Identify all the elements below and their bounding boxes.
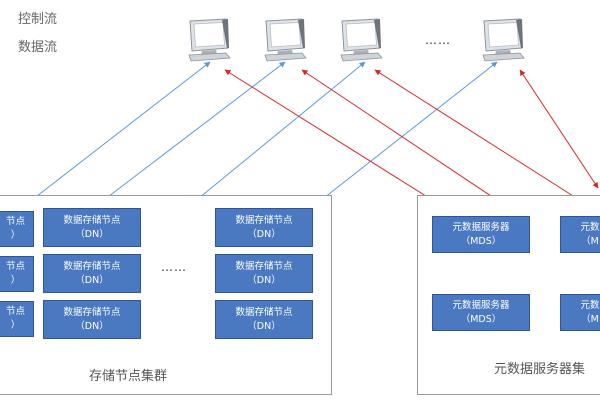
storage-node-partial: 节点 ）: [0, 211, 34, 247]
node-sub: （DN）: [75, 320, 109, 332]
data-flow-arrow: [27, 61, 211, 204]
node-sub: （DN）: [247, 274, 281, 286]
node-sub: （DN）: [247, 228, 281, 240]
node-sub: （DN）: [75, 274, 109, 286]
client-computer-icon: [262, 18, 308, 66]
metadata-node-mds: 元数据服务器 （MDS）: [432, 294, 530, 331]
storage-node-partial: 节点 ）: [0, 301, 34, 337]
node-sub: （DN）: [247, 320, 281, 332]
node-sub: ）: [10, 275, 21, 286]
metadata-node-partial: 元数 （M: [560, 216, 600, 253]
node-name: 数据存储节点: [235, 306, 293, 318]
storage-node-dn: 数据存储节点 （DN）: [43, 300, 141, 339]
client-computer-icon: [186, 18, 232, 66]
node-name: 数据存储节点: [63, 214, 121, 226]
node-name: 节点: [5, 216, 25, 227]
legend-control-flow: 控制流: [18, 12, 58, 27]
node-sub: （MDS）: [460, 313, 502, 325]
control-flow-arrow: [301, 69, 513, 211]
storage-node-dn: 数据存储节点 （DN）: [43, 208, 141, 247]
metadata-cluster-label: 元数据服务器集: [494, 362, 586, 377]
metadata-node-partial: 元数 （M: [560, 294, 600, 331]
node-sub: （MDS）: [460, 235, 502, 247]
client-computer-icon: [480, 18, 526, 66]
node-name: 数据存储节点: [63, 306, 121, 318]
control-flow-arrow: [519, 69, 599, 189]
node-name: 元数据服务器: [452, 221, 510, 233]
control-flow-arrow: [374, 69, 593, 209]
data-flow-arrow: [181, 61, 366, 213]
metadata-cluster: 元数据服务器 （MDS） 元数据服务器 （MDS） 元数 （M 元数 （M 元数据服务器…: [417, 195, 600, 395]
storage-node-dn: 数据存储节点 （DN）: [215, 300, 313, 339]
storage-node-dn: 数据存储节点 （DN）: [215, 254, 313, 293]
storage-cluster-label: 存储节点集群: [89, 369, 168, 384]
client-computer-icon: [338, 18, 384, 66]
storage-ellipsis: ……: [161, 260, 187, 274]
node-sub: ）: [10, 320, 21, 331]
storage-node-dn: 数据存储节点 （DN）: [43, 254, 141, 293]
data-flow-arrow: [99, 61, 286, 204]
node-sub: （M: [581, 313, 599, 325]
node-name: 节点: [5, 261, 25, 272]
node-name: 元数: [580, 299, 600, 311]
node-sub: ）: [10, 230, 21, 241]
node-name: 数据存储节点: [235, 214, 293, 226]
node-name: 元数: [580, 221, 600, 233]
node-sub: （DN）: [75, 228, 109, 240]
storage-node-dn: 数据存储节点 （DN）: [215, 208, 313, 247]
legend-data-flow: 数据流: [18, 40, 58, 55]
storage-cluster: 节点 ） 节点 ） 节点 ） 数据存储节点 （DN） 数据存储节点 （DN） 数据存储节点…: [0, 195, 332, 395]
node-sub: （M: [581, 235, 599, 247]
node-name: 元数据服务器: [452, 299, 510, 311]
node-name: 数据存储节点: [63, 260, 121, 272]
storage-node-partial: 节点 ）: [0, 256, 34, 292]
control-flow-arrow: [224, 69, 446, 209]
clients-ellipsis: ……: [425, 33, 451, 47]
node-name: 数据存储节点: [235, 260, 293, 272]
metadata-node-mds: 元数据服务器 （MDS）: [432, 216, 530, 253]
node-name: 节点: [5, 306, 25, 317]
